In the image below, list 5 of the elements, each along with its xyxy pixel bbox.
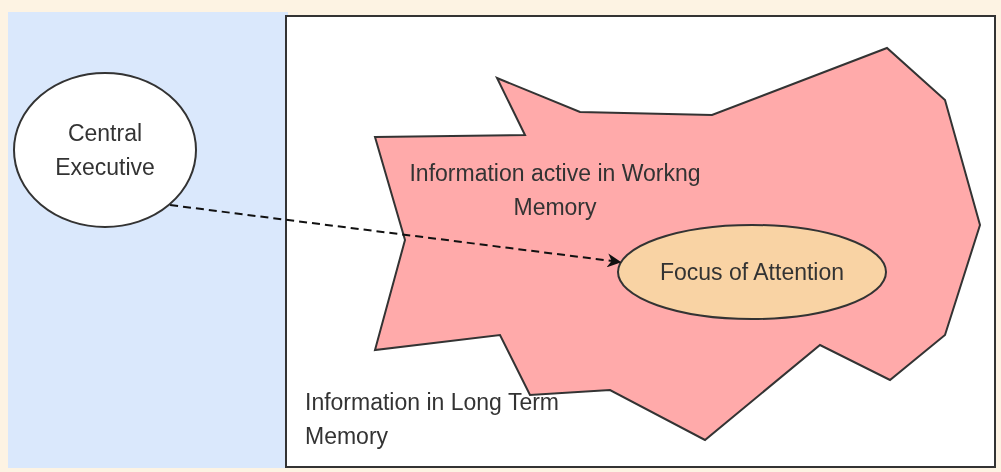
dashed-arrow (169, 204, 622, 268)
node-label: Information active in Workng Memory (408, 159, 702, 222)
node-label: Central Executive (54, 119, 156, 182)
node-label: Focus of Attention (658, 258, 846, 287)
node-label: Information in Long Term Memory (305, 388, 560, 451)
